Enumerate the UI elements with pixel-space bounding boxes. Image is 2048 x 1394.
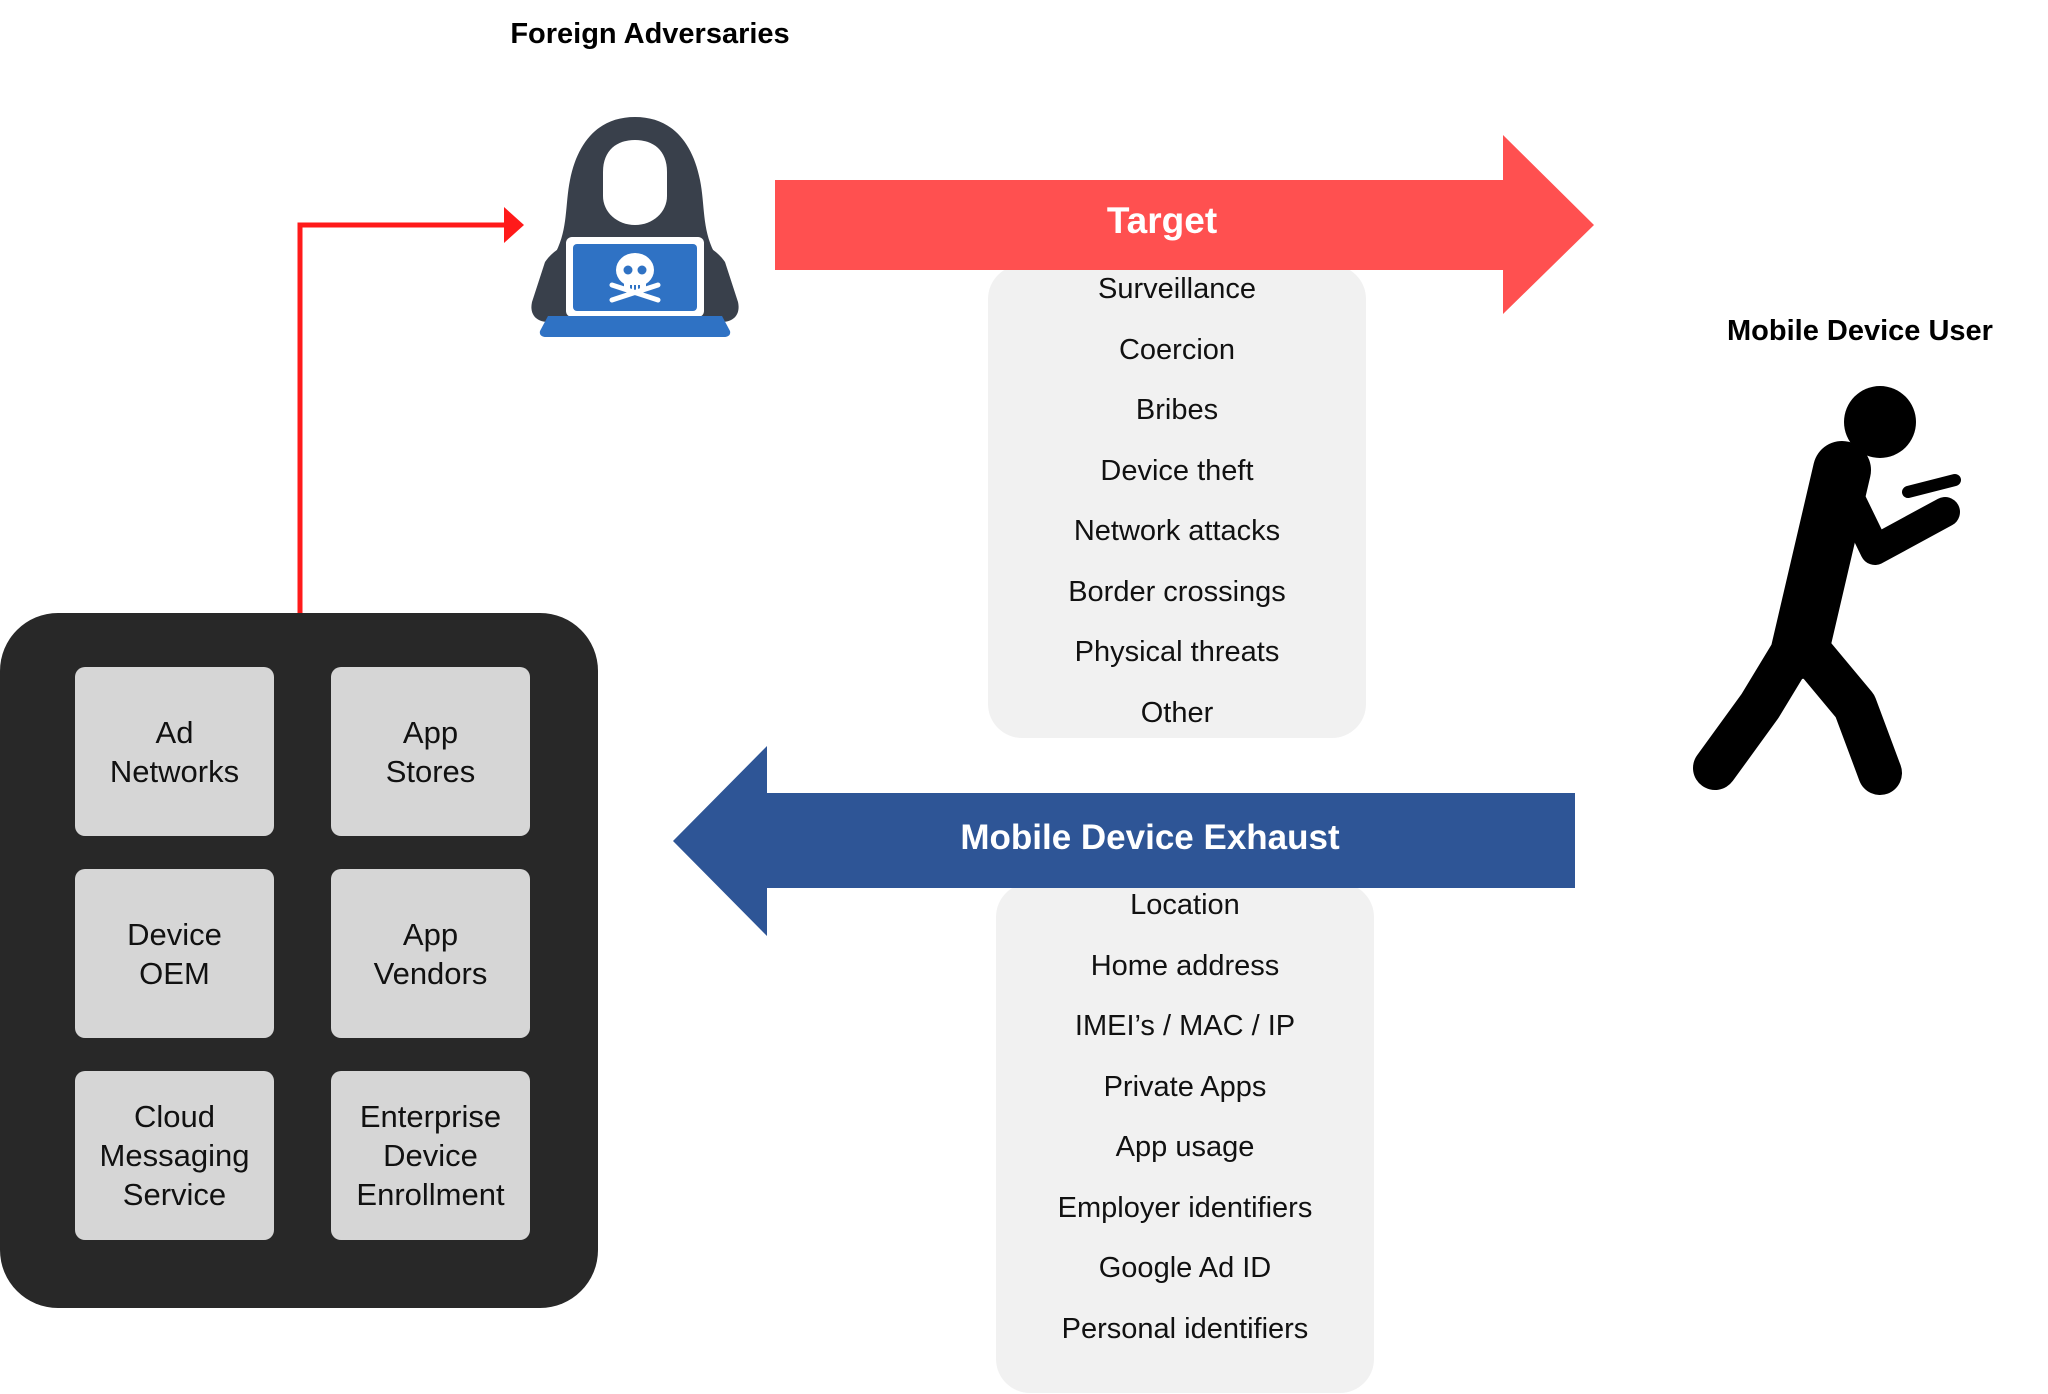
target-list: Surveillance Coercion Bribes Device thef… (988, 265, 1366, 749)
list-item: Private Apps (1103, 1070, 1267, 1103)
device-oem-tile: Device OEM (75, 869, 274, 1038)
list-item: IMEI’s / MAC / IP (1074, 1010, 1296, 1042)
hooded-hacker-icon (531, 117, 739, 337)
exhaust-list-panel: Location Home address IMEI’s / MAC / IP … (996, 883, 1374, 1393)
connector-arrow (297, 207, 524, 613)
foreign-adversaries-title: Foreign Adversaries (510, 18, 790, 50)
list-item: Bribes (1135, 394, 1219, 426)
list-item: Border crossings (1068, 575, 1286, 608)
list-item: Surveillance (1098, 273, 1256, 305)
list-item: Google Ad ID (1098, 1252, 1272, 1284)
target-list-panel: Surveillance Coercion Bribes Device thef… (988, 265, 1366, 738)
exhaust-list: Location Home address IMEI’s / MAC / IP … (996, 883, 1374, 1367)
target-arrow-label: Target (1106, 200, 1218, 241)
ad-networks-tile: Ad Networks (75, 667, 274, 836)
list-item: Personal identifiers (1061, 1312, 1309, 1345)
cloud-messaging-service-tile: Cloud Messaging Service (75, 1071, 274, 1240)
data-sources-panel: Ad Networks App Stores Device OEM App Ve… (0, 613, 598, 1308)
list-item: Employer identifiers (1057, 1191, 1313, 1224)
list-item: Physical threats (1074, 636, 1280, 668)
target-arrow (775, 135, 1594, 314)
list-item: App usage (1115, 1131, 1255, 1163)
app-vendors-tile: App Vendors (331, 869, 530, 1038)
exhaust-arrow-label: Mobile Device Exhaust (960, 818, 1340, 857)
list-item: Network attacks (1073, 515, 1281, 547)
app-stores-tile: App Stores (331, 667, 530, 836)
list-item: Other (1140, 696, 1214, 729)
exhaust-arrow (673, 746, 1575, 936)
list-item: Device theft (1100, 454, 1254, 487)
list-item: Home address (1090, 949, 1280, 982)
list-item: Coercion (1118, 333, 1236, 366)
list-item: Location (1130, 889, 1240, 921)
walking-person-phone-icon (1693, 386, 1961, 795)
mobile-device-user-title: Mobile Device User (1727, 315, 1993, 347)
enterprise-device-enrollment-tile: Enterprise Device Enrollment (331, 1071, 530, 1240)
